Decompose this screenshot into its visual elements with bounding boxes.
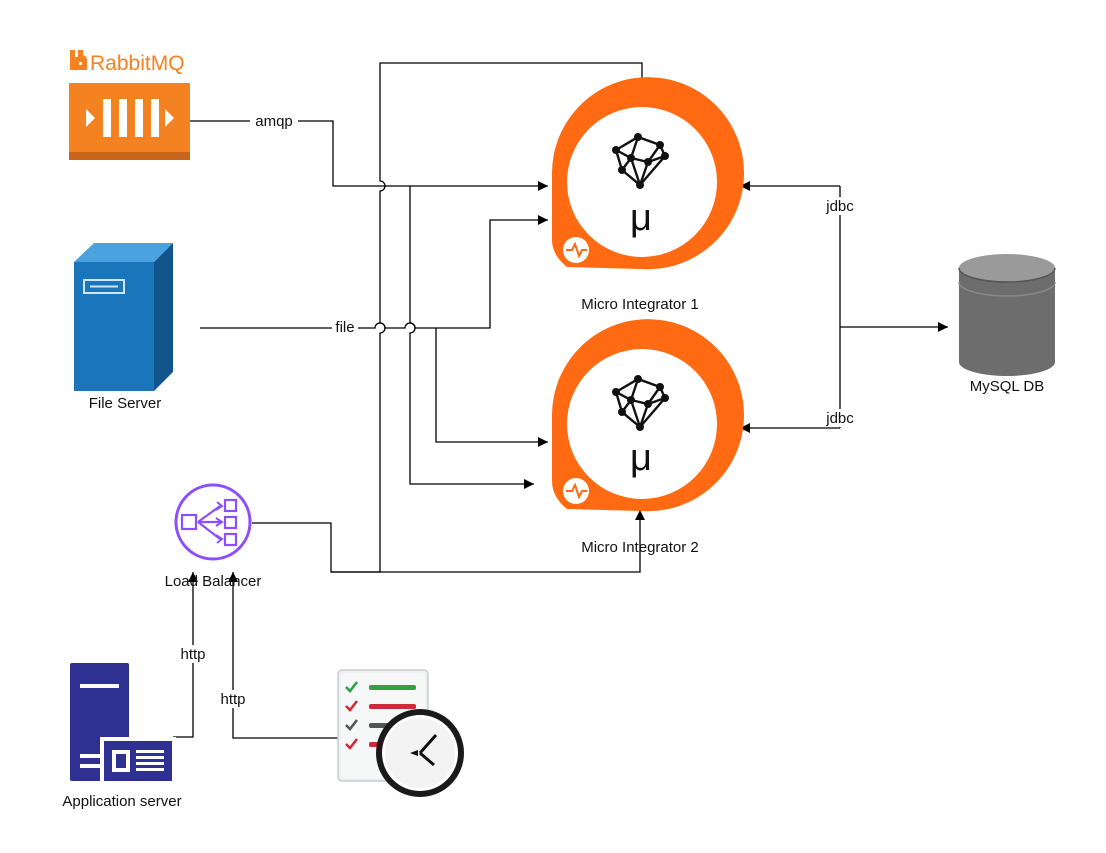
edge-label-http-task: http [220,691,245,708]
micro-integrator-1-glyph: μ [630,197,652,239]
file-server-icon [74,243,173,391]
file-server-label: File Server [89,395,162,412]
file-server-node[interactable]: File Server [74,243,173,412]
rabbitmq-logo-icon [70,50,87,70]
edge-label-file: file [335,319,354,336]
rabbitmq-logo-text: RabbitMQ [90,52,185,75]
micro-integrator-2-nodes-icon [612,375,669,431]
mysql-db-node[interactable]: MySQL DB [958,254,1056,395]
micro-integrator-2-icon [551,319,744,512]
application-server-label: Application server [62,793,181,810]
mysql-db-label: MySQL DB [970,378,1044,395]
edge-label-http-app: http [180,646,205,663]
micro-integrator-1-icon [551,77,744,270]
micro-integrator-2-node[interactable]: μ Micro Integrator 2 [551,319,744,556]
connector-rabbitmq-to-mi2 [409,186,534,489]
rabbitmq-queue-icon [69,83,190,160]
micro-integrator-2-glyph: μ [630,437,652,479]
database-icon [958,254,1056,376]
connector-lb-to-mi1 [331,62,647,573]
scheduled-task-node[interactable] [337,669,464,797]
load-balancer-icon [174,483,252,561]
micro-integrator-1-nodes-icon [612,133,669,189]
load-balancer-label: Load Balancer [165,573,262,590]
connector-fileserver-to-mi2 [435,328,548,447]
connector-rabbitmq-to-mi1 [190,120,548,191]
edge-label-jdbc-1: jdbc [825,198,854,215]
edge-labels: amqp file jdbc jdbc http http [175,112,860,708]
connector-task-to-lb [228,572,338,739]
scheduled-task-icon [337,669,464,797]
connector-appserver-to-lb [173,572,198,738]
connector-fileserver-line [200,215,548,329]
micro-integrator-2-label: Micro Integrator 2 [581,539,699,556]
micro-integrator-1-node[interactable]: μ Micro Integrator 1 [551,77,744,313]
load-balancer-node[interactable]: Load Balancer [165,483,262,590]
application-server-node[interactable]: Application server [62,663,182,810]
edge-label-jdbc-2: jdbc [825,410,854,427]
application-server-icon [70,663,176,783]
edge-label-amqp: amqp [255,113,293,130]
rabbitmq-node[interactable]: RabbitMQ [69,50,190,160]
micro-integrator-1-label: Micro Integrator 1 [581,296,699,313]
connector-lb-to-mi2 [252,510,645,573]
